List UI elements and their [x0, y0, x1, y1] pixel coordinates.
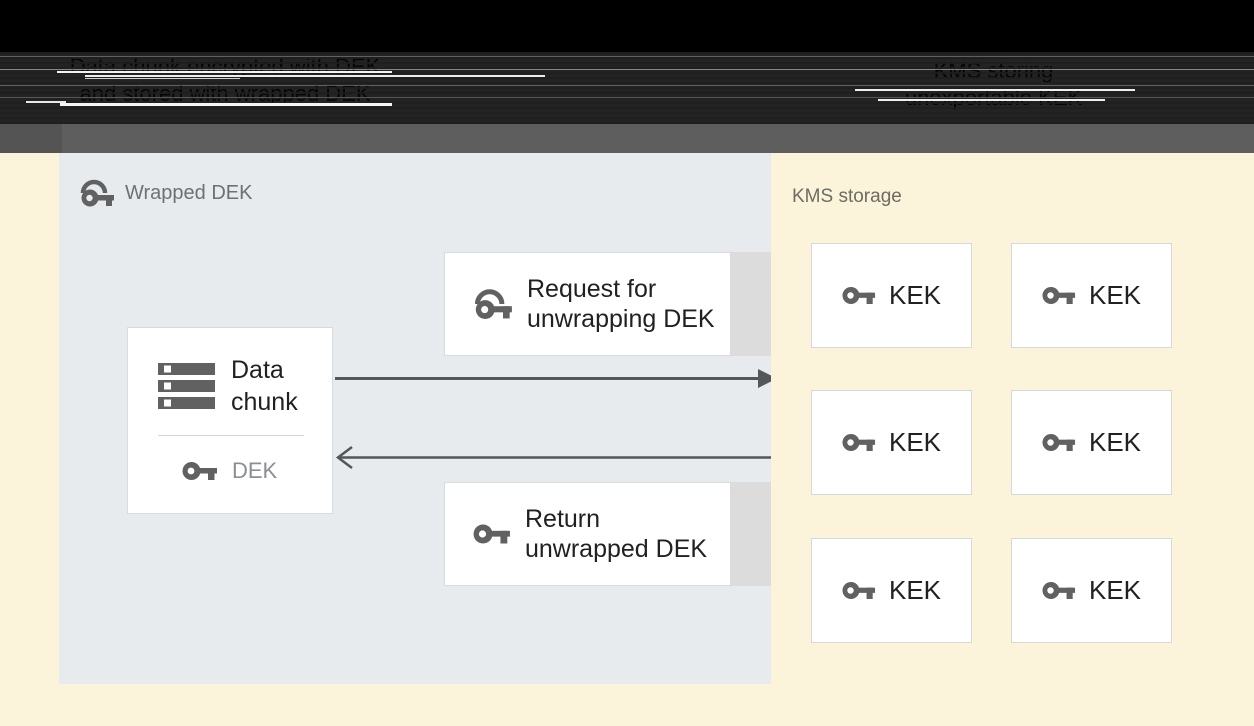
dek-label: DEK — [232, 458, 278, 483]
request-arrowhead — [758, 369, 771, 388]
glitch-scanline-overlay — [0, 52, 1254, 124]
key-icon — [842, 434, 876, 451]
glitch-line — [0, 69, 1254, 70]
glitch-line — [878, 99, 1105, 101]
return-unwrap-label: Return unwrapped DEK — [525, 504, 707, 564]
kek-label: KEK — [888, 280, 942, 310]
kek-label: KEK — [888, 575, 942, 605]
kek-box: KEK — [1011, 390, 1172, 495]
data-chunk-label-line1: Data — [231, 356, 284, 384]
kek-box: KEK — [811, 243, 972, 348]
key-icon — [842, 287, 876, 304]
kek-box: KEK — [1011, 538, 1172, 643]
request-box-strip — [731, 252, 771, 356]
kek-label: KEK — [1088, 280, 1142, 310]
data-chunk-label-line2: chunk — [231, 388, 298, 416]
request-label-line2: unwrapping DEK — [527, 305, 715, 333]
glitch-line — [0, 56, 1254, 57]
glitch-line — [85, 75, 545, 77]
key-icon — [1042, 287, 1076, 304]
gray-bar-seam — [0, 124, 62, 153]
glitched-caption-band: Data chunk encrypted with DEK and stored… — [0, 52, 1254, 124]
key-icon — [1042, 434, 1076, 451]
wrapped-dek-header: Wrapped DEK — [79, 177, 252, 209]
return-arrowhead — [335, 446, 353, 469]
glitch-line — [57, 71, 392, 73]
kek-label: KEK — [1088, 575, 1142, 605]
glitch-line — [60, 103, 392, 106]
kek-box: KEK — [1011, 243, 1172, 348]
key-icon — [182, 462, 217, 480]
kek-box: KEK — [811, 538, 972, 643]
kek-label: KEK — [1088, 427, 1142, 457]
data-chunk-row: Data chunk — [158, 354, 298, 418]
storage-stack-icon — [158, 362, 215, 409]
data-chunk-box: Data chunk DEK — [127, 327, 333, 514]
kek-label: KEK — [888, 427, 942, 457]
return-label-line2: unwrapped DEK — [525, 535, 708, 563]
wrapped-key-icon — [474, 289, 512, 319]
dek-row: DEK — [182, 458, 277, 484]
request-label-line1: Request for — [527, 275, 657, 303]
glitch-line — [0, 97, 1254, 98]
top-black-bar — [0, 0, 1254, 52]
gray-divider-bar — [0, 124, 1254, 153]
glitch-line — [26, 101, 66, 103]
wrapped-dek-panel: Wrapped DEK Data chunk — [59, 153, 771, 684]
return-label-line1: Return — [525, 505, 601, 533]
return-box-strip — [731, 482, 771, 586]
return-unwrap-box: Return unwrapped DEK — [444, 482, 731, 586]
key-icon — [1042, 582, 1076, 599]
key-icon — [473, 524, 510, 544]
kek-box: KEK — [811, 390, 972, 495]
key-icon — [842, 582, 876, 599]
diagram-content: Wrapped DEK Data chunk — [0, 153, 1254, 726]
request-unwrap-box: Request for unwrapping DEK — [444, 252, 731, 356]
glitch-line — [0, 85, 1254, 86]
glitch-line — [85, 78, 240, 79]
wrapped-key-icon — [80, 179, 114, 207]
data-chunk-divider — [158, 435, 304, 436]
glitch-line — [855, 89, 1135, 91]
data-chunk-label: Data chunk — [231, 354, 298, 418]
request-unwrap-label: Request for unwrapping DEK — [527, 274, 715, 334]
wrapped-dek-label: Wrapped DEK — [125, 181, 253, 204]
kms-storage-label: KMS storage — [792, 186, 902, 207]
